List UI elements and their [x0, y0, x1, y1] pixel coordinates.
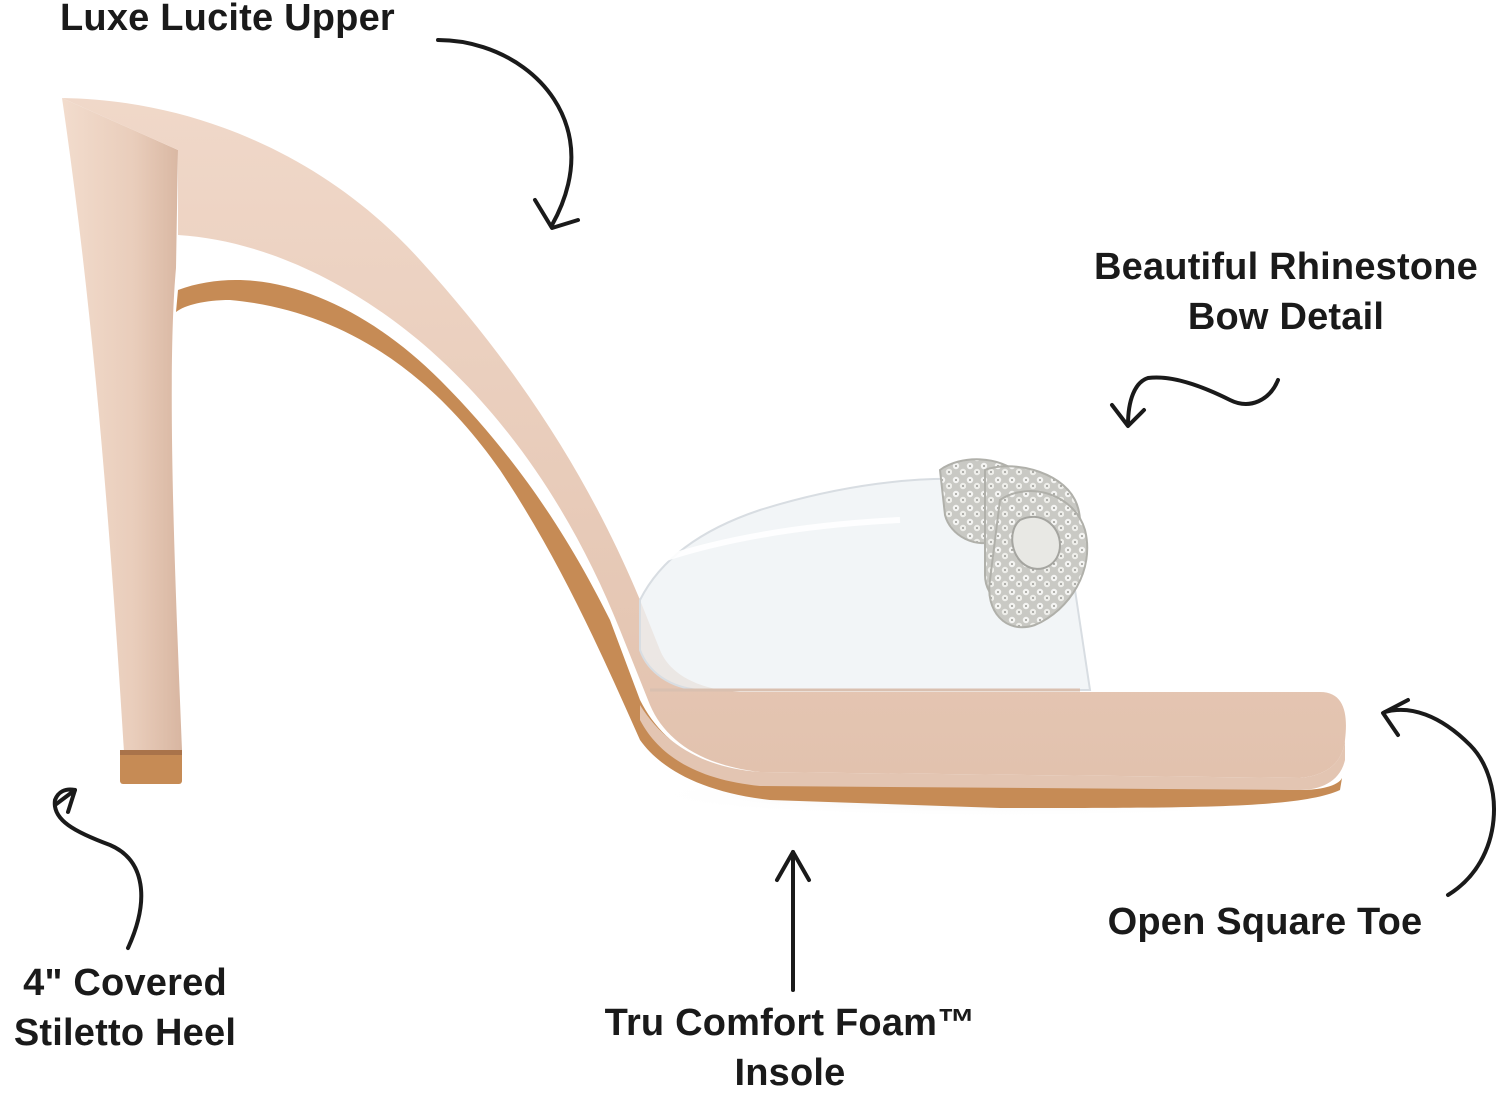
outsole [176, 280, 1342, 808]
callout-heel-line1: 4" Covered [23, 962, 227, 1004]
arrow-toe-icon [1383, 707, 1496, 897]
callout-heel-line2: Stiletto Heel [13, 1012, 237, 1054]
callout-open-square-toe: Open Square Toe [1080, 897, 1450, 947]
callout-bow-line1: Beautiful Rhinestone [1093, 246, 1479, 288]
callout-insole-line2: Insole [734, 1052, 846, 1094]
arrow-bow-icon [1126, 375, 1280, 427]
callout-bow-line2: Bow Detail [1187, 296, 1385, 338]
callout-luxe-lucite-upper: Luxe Lucite Upper [60, 0, 395, 43]
callout-comfort-foam-insole: Tru Comfort Foam™ Insole [565, 998, 1015, 1098]
arrow-upper-icon [436, 38, 574, 227]
stiletto-heel [62, 98, 182, 752]
callout-upper-text: Luxe Lucite Upper [60, 0, 395, 39]
footbed [62, 98, 1346, 778]
callout-insole-line1: Tru Comfort Foam™ [604, 1002, 976, 1044]
sandal [62, 98, 1346, 808]
callout-stiletto-heel: 4" Covered Stiletto Heel [0, 958, 250, 1058]
callout-toe-text: Open Square Toe [1107, 901, 1423, 943]
callout-rhinestone-bow: Beautiful Rhinestone Bow Detail [1066, 242, 1500, 342]
heel-tip [120, 752, 182, 784]
arrow-heel-icon [52, 787, 144, 950]
rhinestone-bow [938, 458, 1089, 629]
